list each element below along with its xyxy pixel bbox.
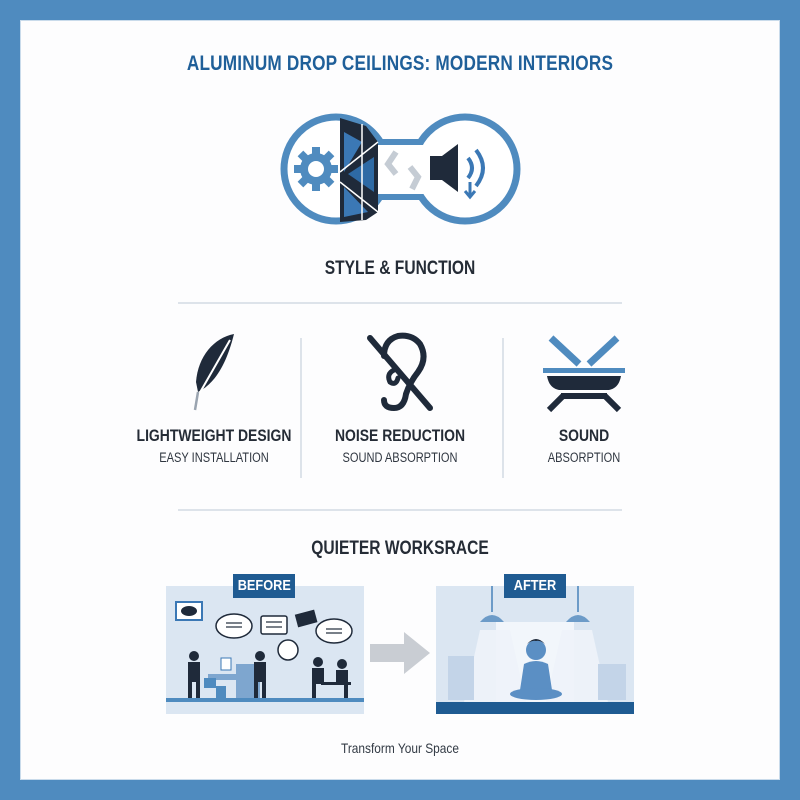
feature-subtitle: ABSORPTION (547, 450, 621, 465)
column-divider (300, 338, 302, 478)
footer-tagline: Transform Your Space (341, 740, 459, 756)
feature-noise-reduction: NOISE REDUCTION SOUND ABSORPTION (300, 330, 500, 465)
sound-absorbing-panel-icon (543, 335, 625, 413)
page-title: ALUMINUM DROP CEILINGS: MODERN INTERIORS (186, 52, 614, 75)
feather-icon (193, 334, 234, 411)
right-arrow-icon (370, 632, 430, 674)
feature-title: LIGHTWEIGHT DESIGN (136, 426, 292, 445)
section-title-style-function: STYLE & FUNCTION (324, 258, 476, 279)
divider (178, 509, 622, 511)
feature-lightweight-design: LIGHTWEIGHT DESIGN EASY INSTALLATION (114, 330, 314, 465)
feature-title: SOUND (558, 426, 610, 445)
feature-subtitle: SOUND ABSORPTION (342, 450, 458, 465)
ear-muted-icon (367, 332, 433, 412)
feature-subtitle: EASY INSTALLATION (159, 450, 269, 465)
feature-sound-absorption: SOUND ABSORPTION (484, 330, 684, 465)
hero-gear-speaker-icon (280, 113, 521, 225)
before-noisy-office-illustration (166, 586, 364, 714)
divider (178, 302, 622, 304)
before-badge: BEFORE (233, 574, 295, 598)
after-calm-office-illustration (436, 586, 634, 714)
feature-title: NOISE REDUCTION (334, 426, 466, 445)
column-divider (502, 338, 504, 478)
section-title-quieter-workspace: QUIETER WORKSRACE (311, 538, 489, 559)
after-badge: AFTER (504, 574, 566, 598)
